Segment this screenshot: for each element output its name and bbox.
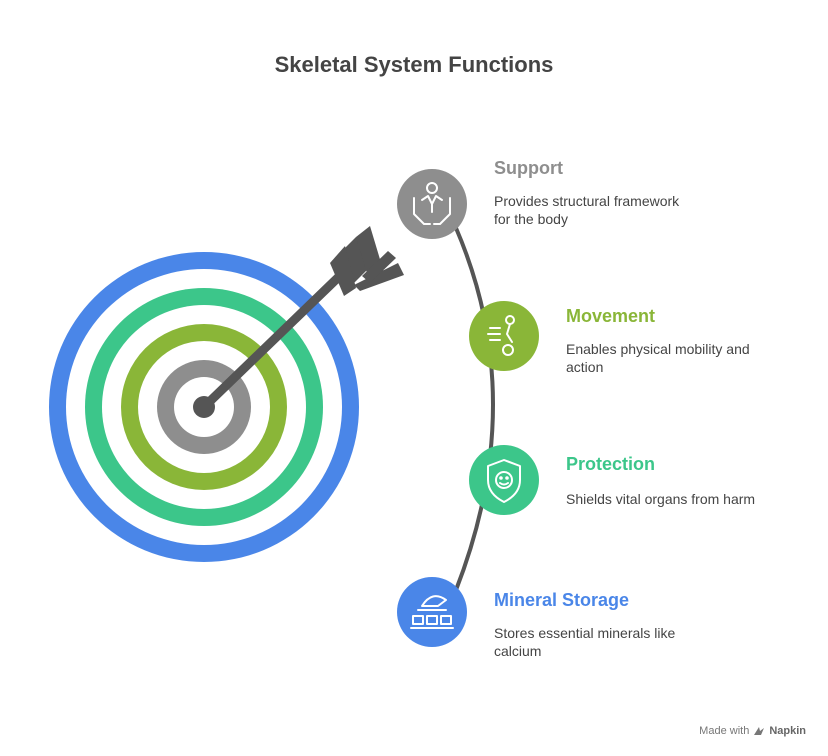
caring-hands-person-icon [413,182,451,225]
arrow-icon [193,226,404,418]
mineral-storage-description-line2: calcium [494,643,542,659]
footer-made-with: Made with [699,725,750,737]
mineral-storage-description-line1: Stores essential minerals like [494,625,676,641]
support-description-line2: for the body [494,211,568,227]
movement-description-line1: Enables physical mobility and [566,341,750,357]
page-title: Skeletal System Functions [274,52,554,77]
protection-node [469,445,539,515]
movement-node [469,301,539,371]
movement-title: Movement [566,306,656,326]
connector-arc [454,226,495,592]
protection-description: Shields vital organs from harm [566,490,755,508]
mineral-storage-node [397,577,467,647]
support-description: Provides structural framework for the bo… [494,192,679,228]
protection-description-line1: Shields vital organs from harm [566,491,756,507]
support-description-line1: Provides structural framework [494,193,680,209]
shield-face-icon [487,459,521,503]
footer-attribution: Made with Napkin [699,725,806,737]
napkin-logo-icon [754,727,765,735]
support-title: Support [494,158,563,178]
movement-description: Enables physical mobility and action [566,340,750,376]
mineral-storage-title: Mineral Storage [494,590,630,610]
mineral-storage-description: Stores essential minerals like calcium [494,624,675,660]
storage-deposit-icon [410,595,454,629]
movement-description-line2: action [566,359,604,375]
moving-joint-icon [487,315,515,356]
support-node [397,169,467,239]
footer-brand: Napkin [769,725,806,737]
protection-title: Protection [566,454,656,474]
